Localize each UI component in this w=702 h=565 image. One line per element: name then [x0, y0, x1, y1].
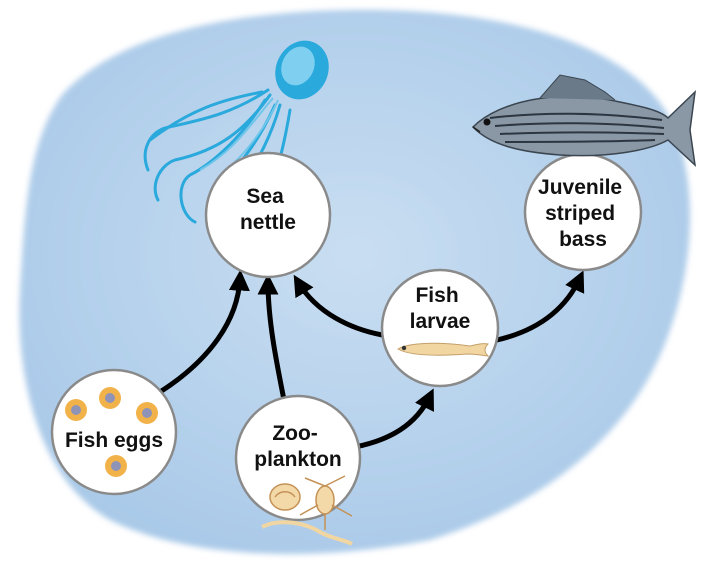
- arrow-larvae-to-nettle: [293, 274, 391, 339]
- arrow-zooplankton-to-nettle: [257, 273, 288, 408]
- sea-nettle-label-1: Sea: [246, 185, 284, 208]
- node-juvenile-striped-bass: Juvenile striped bass: [471, 74, 697, 272]
- svg-text:Juvenile striped b: Juvenile striped bass: [538, 176, 628, 251]
- zooplankton-icon: [261, 475, 353, 546]
- sea-nettle-label-2: nettle: [240, 211, 296, 234]
- arrows: [157, 269, 585, 450]
- svg-text:Fish larvae: Fish larvae: [410, 284, 471, 333]
- bass-label-1: Juvenile: [538, 176, 622, 199]
- striped-bass-icon: [471, 74, 697, 167]
- fish-eggs-label: Fish eggs: [65, 429, 163, 452]
- node-sea-nettle: Sea nettle: [143, 40, 332, 279]
- zooplankton-label-2: plankton: [254, 448, 342, 471]
- svg-text:Zoo- plankton: Zoo- plankton: [254, 422, 342, 471]
- zooplankton-label-1: Zoo-: [272, 422, 317, 445]
- fish-larva-icon: [397, 342, 490, 357]
- svg-text:Sea nettle: Sea nettle: [240, 185, 296, 234]
- node-fish-eggs: Fish eggs: [50, 368, 178, 496]
- node-fish-larvae: Fish larvae: [380, 268, 500, 388]
- node-zooplankton: Zoo- plankton: [234, 394, 362, 546]
- fish-eggs-icon: [65, 387, 158, 477]
- arrow-eggs-to-nettle: [157, 269, 250, 395]
- arrow-larvae-to-bass: [494, 270, 585, 343]
- svg-text:Fish eggs: Fish eggs: [65, 429, 163, 452]
- arrow-zooplankton-to-larvae: [352, 388, 434, 450]
- fish-larvae-label-2: larvae: [410, 310, 471, 333]
- bass-label-2: striped: [545, 202, 615, 225]
- bass-label-3: bass: [559, 228, 607, 251]
- fish-larvae-label-1: Fish: [415, 284, 458, 307]
